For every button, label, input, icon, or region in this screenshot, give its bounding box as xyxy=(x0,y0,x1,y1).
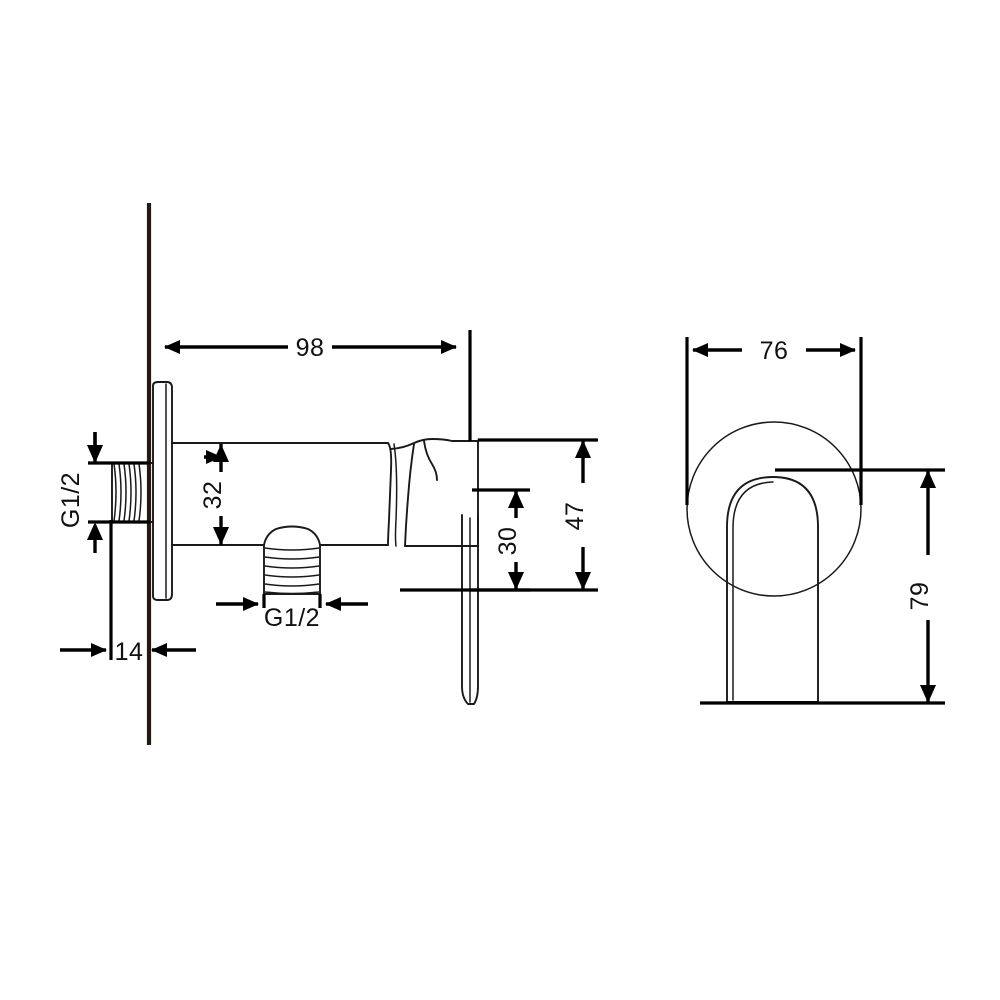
thread-bottom-label: G1/2 xyxy=(264,604,320,632)
dimension-14: 14 xyxy=(60,520,196,666)
dim-76-label: 76 xyxy=(760,337,789,365)
front-lever-shape xyxy=(726,476,819,703)
dim-98-label: 98 xyxy=(296,334,325,362)
dim-32-label: 32 xyxy=(199,481,227,510)
dimension-30: 30 xyxy=(470,488,530,592)
front-view-geometry xyxy=(686,421,862,703)
dimension-32: 32 xyxy=(199,444,229,545)
dim-79-label: 79 xyxy=(906,582,934,611)
bottom-thread-hatch xyxy=(264,547,320,595)
side-view-geometry xyxy=(111,381,479,705)
dimension-98: 98 xyxy=(164,330,472,441)
callout-thread-bottom: G1/2 xyxy=(216,594,368,632)
callout-thread-left: G1/2 xyxy=(57,432,150,553)
dimension-76: 76 xyxy=(685,337,863,505)
front-escutcheon-circle xyxy=(686,421,862,597)
dimension-47: 47 xyxy=(400,438,598,592)
dim-14-label: 14 xyxy=(115,638,144,666)
dimension-79: 79 xyxy=(700,468,945,705)
left-thread-hatch xyxy=(113,463,142,522)
dim-47-label: 47 xyxy=(561,502,589,531)
dim-30-label: 30 xyxy=(494,527,522,556)
thread-left-label: G1/2 xyxy=(57,472,85,528)
